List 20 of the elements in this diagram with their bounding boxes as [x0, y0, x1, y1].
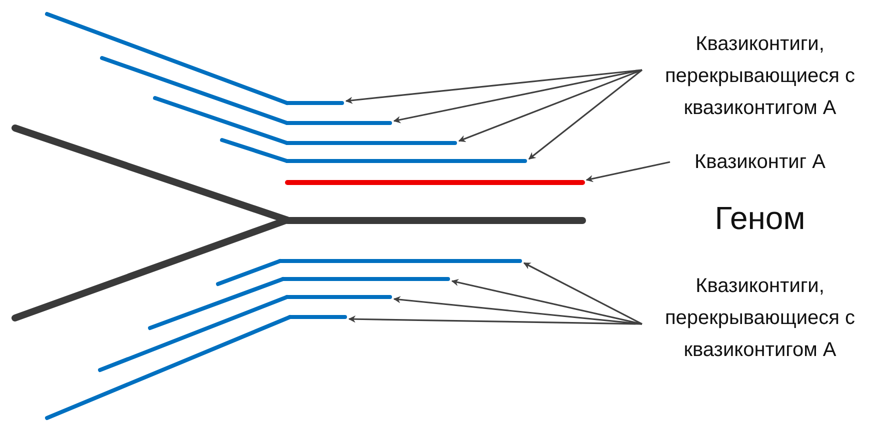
- contig-line: [284, 100, 345, 106]
- arrow: [348, 316, 642, 325]
- contig-line: [284, 140, 458, 146]
- contig-line: [280, 276, 451, 282]
- arrow: [451, 278, 642, 325]
- contig-line: [277, 258, 523, 264]
- callout-text: Квазиконтиги, перекрывающиеся с квазиконтигом А: [640, 270, 880, 366]
- arrow: [586, 161, 670, 182]
- arrow: [523, 262, 642, 325]
- arrow: [393, 69, 642, 124]
- callout-text: Квазиконтиги, перекрывающиеся с квазиконтигом А: [640, 28, 880, 124]
- contig-line: [284, 294, 393, 300]
- genome-label: Геном: [714, 199, 806, 238]
- callout-text: Квазиконтиг А: [670, 146, 850, 178]
- contig-line: [284, 120, 393, 126]
- arrow: [528, 69, 642, 160]
- arrow: [458, 69, 642, 142]
- contig-line: [287, 314, 348, 320]
- contig-line: [284, 158, 528, 164]
- contig-a-line: [284, 178, 586, 186]
